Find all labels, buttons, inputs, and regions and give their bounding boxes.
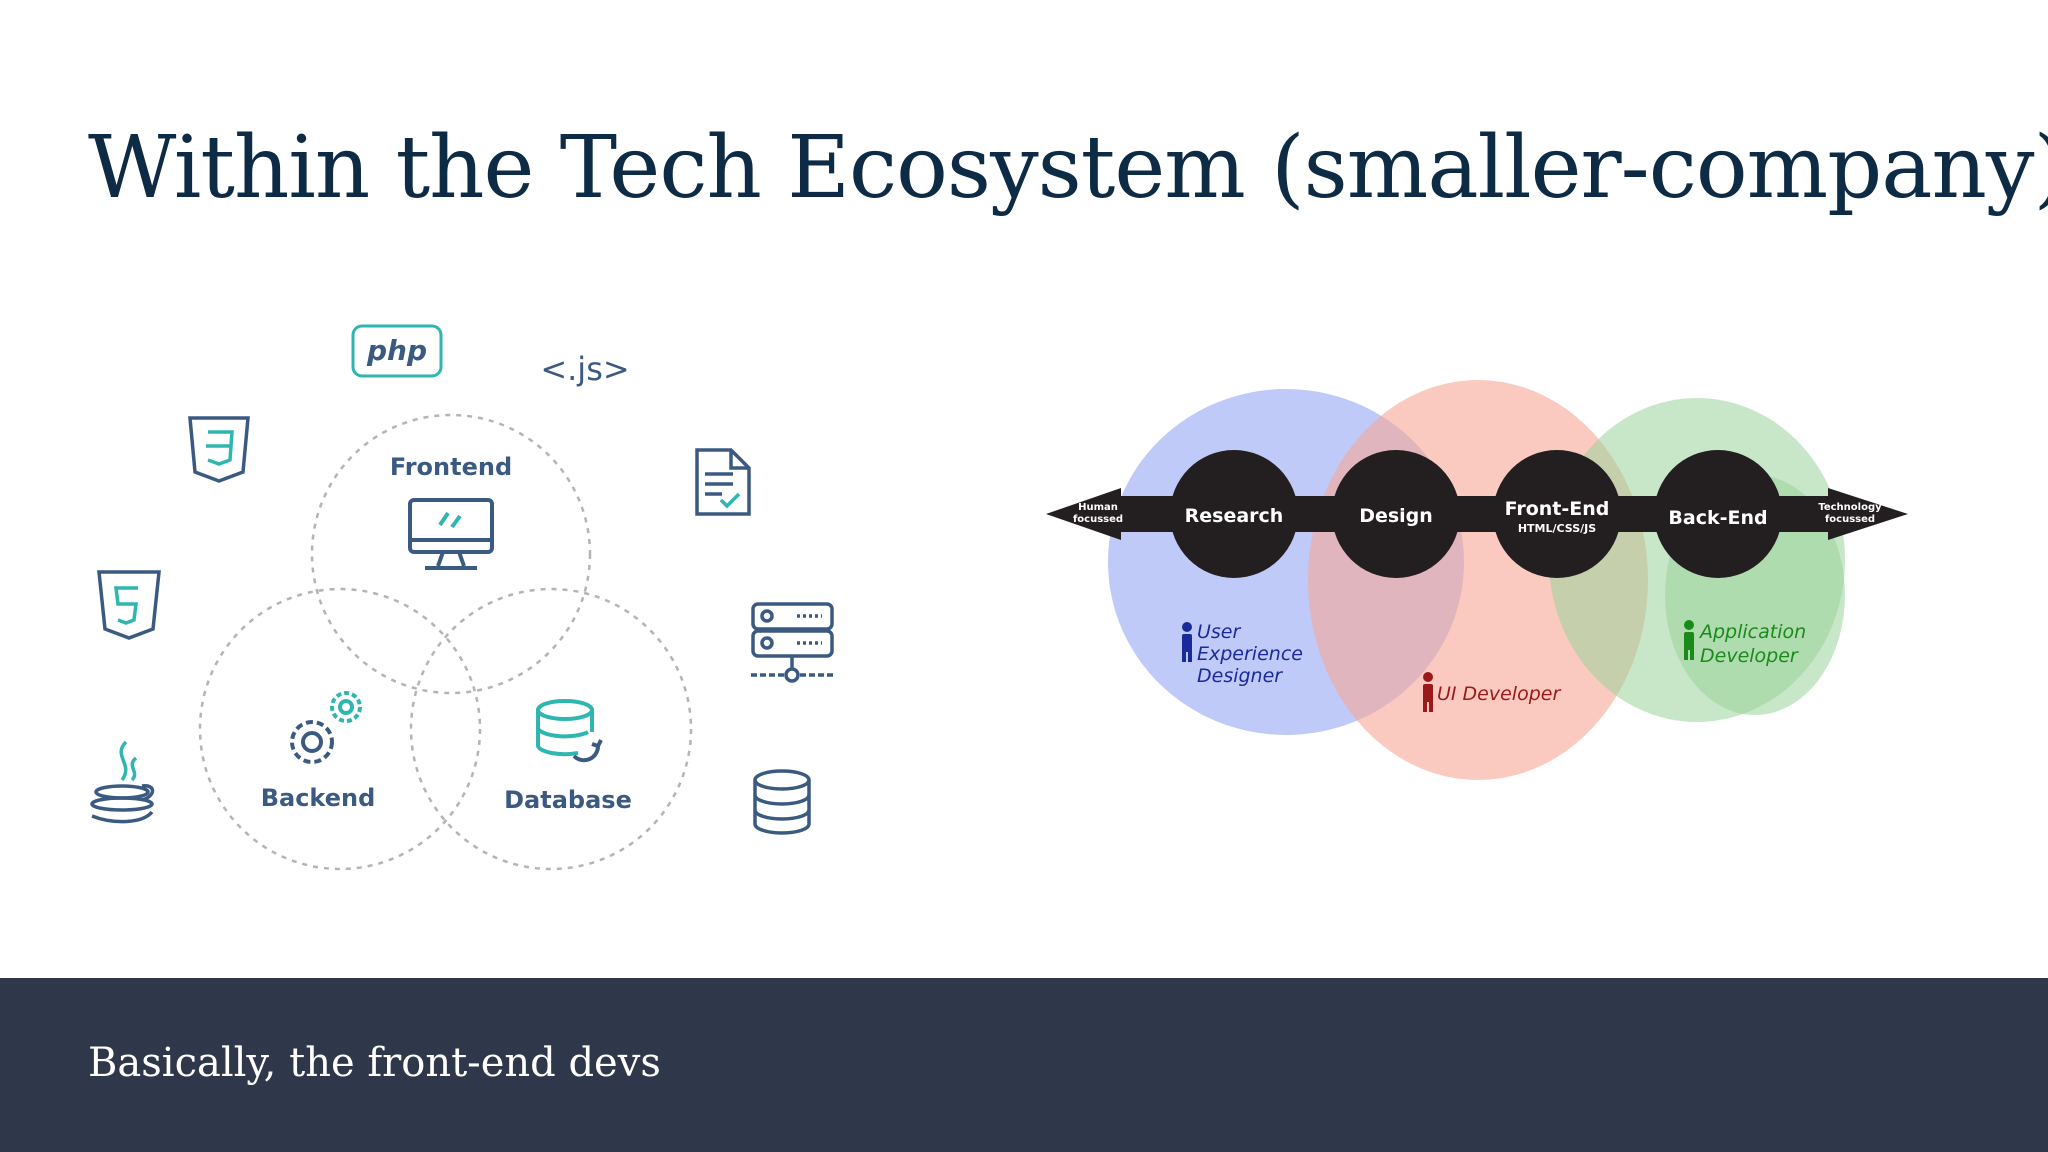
stage-label-design: Design xyxy=(1359,505,1433,527)
database-icon xyxy=(753,769,811,835)
role-app-developer-line-2: Developer xyxy=(1700,645,1799,667)
stage-node-research xyxy=(1170,450,1298,578)
frontend-label: Frontend xyxy=(390,453,512,481)
java-icon xyxy=(90,740,155,824)
js-icon: <.js> xyxy=(540,350,629,388)
role-ui-developer: UI Developer xyxy=(1437,683,1561,705)
html5-icon xyxy=(97,570,161,640)
tech-stack-diagram: Frontend Backend Database php <.js> xyxy=(90,324,834,871)
arrow-right-label-2: focussed xyxy=(1825,514,1875,525)
monitor-icon xyxy=(408,498,494,570)
stage-sublabel-front-end: HTML/CSS/JS xyxy=(1518,522,1596,535)
role-app-developer-line-1: Application xyxy=(1698,621,1806,643)
slide-caption: Basically, the front-end devs xyxy=(88,1040,661,1086)
frontend-circle xyxy=(310,413,592,695)
stage-node-design xyxy=(1332,450,1460,578)
database-sync-icon xyxy=(536,699,603,763)
php-icon: php xyxy=(351,324,443,378)
person-icon xyxy=(1684,620,1694,660)
person-icon xyxy=(1423,672,1433,712)
person-icon xyxy=(1182,622,1192,662)
slide-title: Within the Tech Ecosystem (smaller-compa… xyxy=(88,118,2048,218)
database-label: Database xyxy=(504,786,632,814)
stage-label-front-end: Front-End xyxy=(1505,498,1610,520)
stage-node-back-end xyxy=(1654,450,1782,578)
caption-bar xyxy=(0,978,2048,1152)
role-ux-designer-line-1: User xyxy=(1197,621,1241,643)
gears-icon xyxy=(290,691,362,764)
server-icon xyxy=(751,602,834,683)
backend-label: Backend xyxy=(261,784,376,812)
stage-label-back-end: Back-End xyxy=(1668,507,1767,529)
database-circle xyxy=(409,587,693,871)
css3-icon xyxy=(188,416,250,483)
arrow-left-label-2: focussed xyxy=(1073,514,1123,525)
stage-node-front-end xyxy=(1493,450,1621,578)
document-check-icon xyxy=(695,448,751,516)
role-ux-designer-line-2: Experience xyxy=(1197,643,1303,665)
arrow-left-label-1: Human xyxy=(1078,502,1118,513)
backend-circle xyxy=(198,587,482,871)
svg-text:php: php xyxy=(366,334,427,367)
stage-label-research: Research xyxy=(1185,505,1284,527)
role-ux-designer-line-3: Designer xyxy=(1197,665,1283,687)
arrow-right-label-1: Technology xyxy=(1818,502,1882,513)
product-development-diagram: Human focussed Technology focussed Resea… xyxy=(1046,380,1908,780)
